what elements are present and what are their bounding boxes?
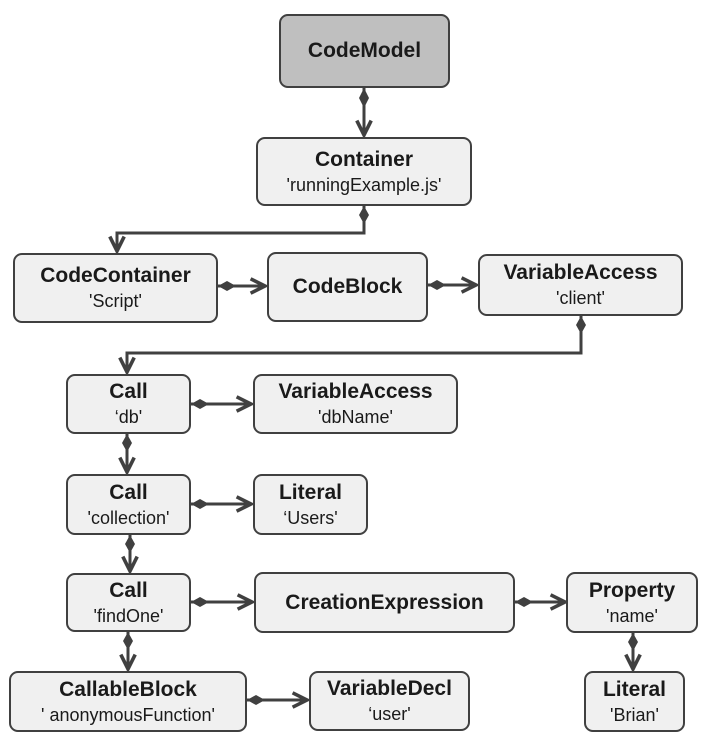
node-value-label: ' anonymousFunction' [41,704,215,725]
node-type-label: Container [314,147,413,171]
node-type-label: Literal [602,677,667,701]
node-value-label: 'findOne' [93,605,164,626]
diamond-icon [247,695,265,705]
node-value-label: ‘db' [114,407,143,427]
node-type-label: Call [109,380,148,403]
diamond-icon [191,597,209,607]
diamond-icon [123,632,133,650]
diamond-icon [191,399,209,409]
node-variableaccess-client[interactable]: VariableAccess 'client' [478,254,683,316]
node-type-label: Property [588,578,676,602]
node-codeblock[interactable]: CodeBlock [267,252,428,322]
node-callableblock[interactable]: CallableBlock ' anonymousFunction' [9,671,247,732]
node-type-label: CallableBlock [59,677,197,701]
node-value-label: ‘user' [368,704,411,724]
node-container[interactable]: Container 'runningExample.js' [256,137,472,206]
node-literal-users[interactable]: Literal ‘Users' [253,474,368,535]
diamond-icon [428,280,446,290]
node-type-label: Call [109,578,148,602]
diamond-icon [191,499,209,509]
diamond-icon [359,88,369,108]
node-type-label: VariableDecl [327,677,452,700]
node-type-label: CodeBlock [292,275,403,298]
node-variabledecl[interactable]: VariableDecl ‘user' [309,671,470,731]
node-call-db[interactable]: Call ‘db' [66,374,191,434]
node-value-label: ‘Users' [283,507,338,528]
node-value-label: 'collection' [87,507,170,528]
diamond-icon [122,434,132,452]
edge-container-codecontainer [117,206,366,251]
node-codemodel[interactable]: CodeModel [279,14,450,88]
node-value-label: 'client' [556,288,605,308]
diamond-icon [628,633,638,651]
node-type-label: VariableAccess [278,380,433,403]
node-property-name[interactable]: Property 'name' [566,572,698,633]
diamond-icon [125,535,135,553]
node-type-label: CodeModel [307,39,422,62]
node-type-label: CodeContainer [40,264,191,287]
edge-variableaccess-call-db [127,316,583,372]
node-value-label: 'Script' [89,291,142,311]
node-type-label: VariableAccess [503,261,658,284]
node-type-label: CreationExpression [285,590,484,614]
node-value-label: 'dbName' [318,407,393,427]
node-call-findone[interactable]: Call 'findOne' [66,573,191,632]
diamond-icon [218,281,236,291]
diamond-icon [576,316,586,334]
node-creationexpression[interactable]: CreationExpression [254,572,515,633]
node-value-label: 'name' [606,605,658,626]
diamond-icon [359,206,369,224]
node-type-label: Literal [278,480,343,504]
diamond-icon [515,597,533,607]
node-type-label: Call [109,480,148,504]
node-variableaccess-dbname[interactable]: VariableAccess 'dbName' [253,374,458,434]
node-value-label: 'Brian' [610,704,659,725]
node-codecontainer[interactable]: CodeContainer 'Script' [13,253,218,323]
node-value-label: 'runningExample.js' [286,174,442,195]
node-literal-brian[interactable]: Literal 'Brian' [584,671,685,732]
node-call-collection[interactable]: Call 'collection' [66,474,191,535]
